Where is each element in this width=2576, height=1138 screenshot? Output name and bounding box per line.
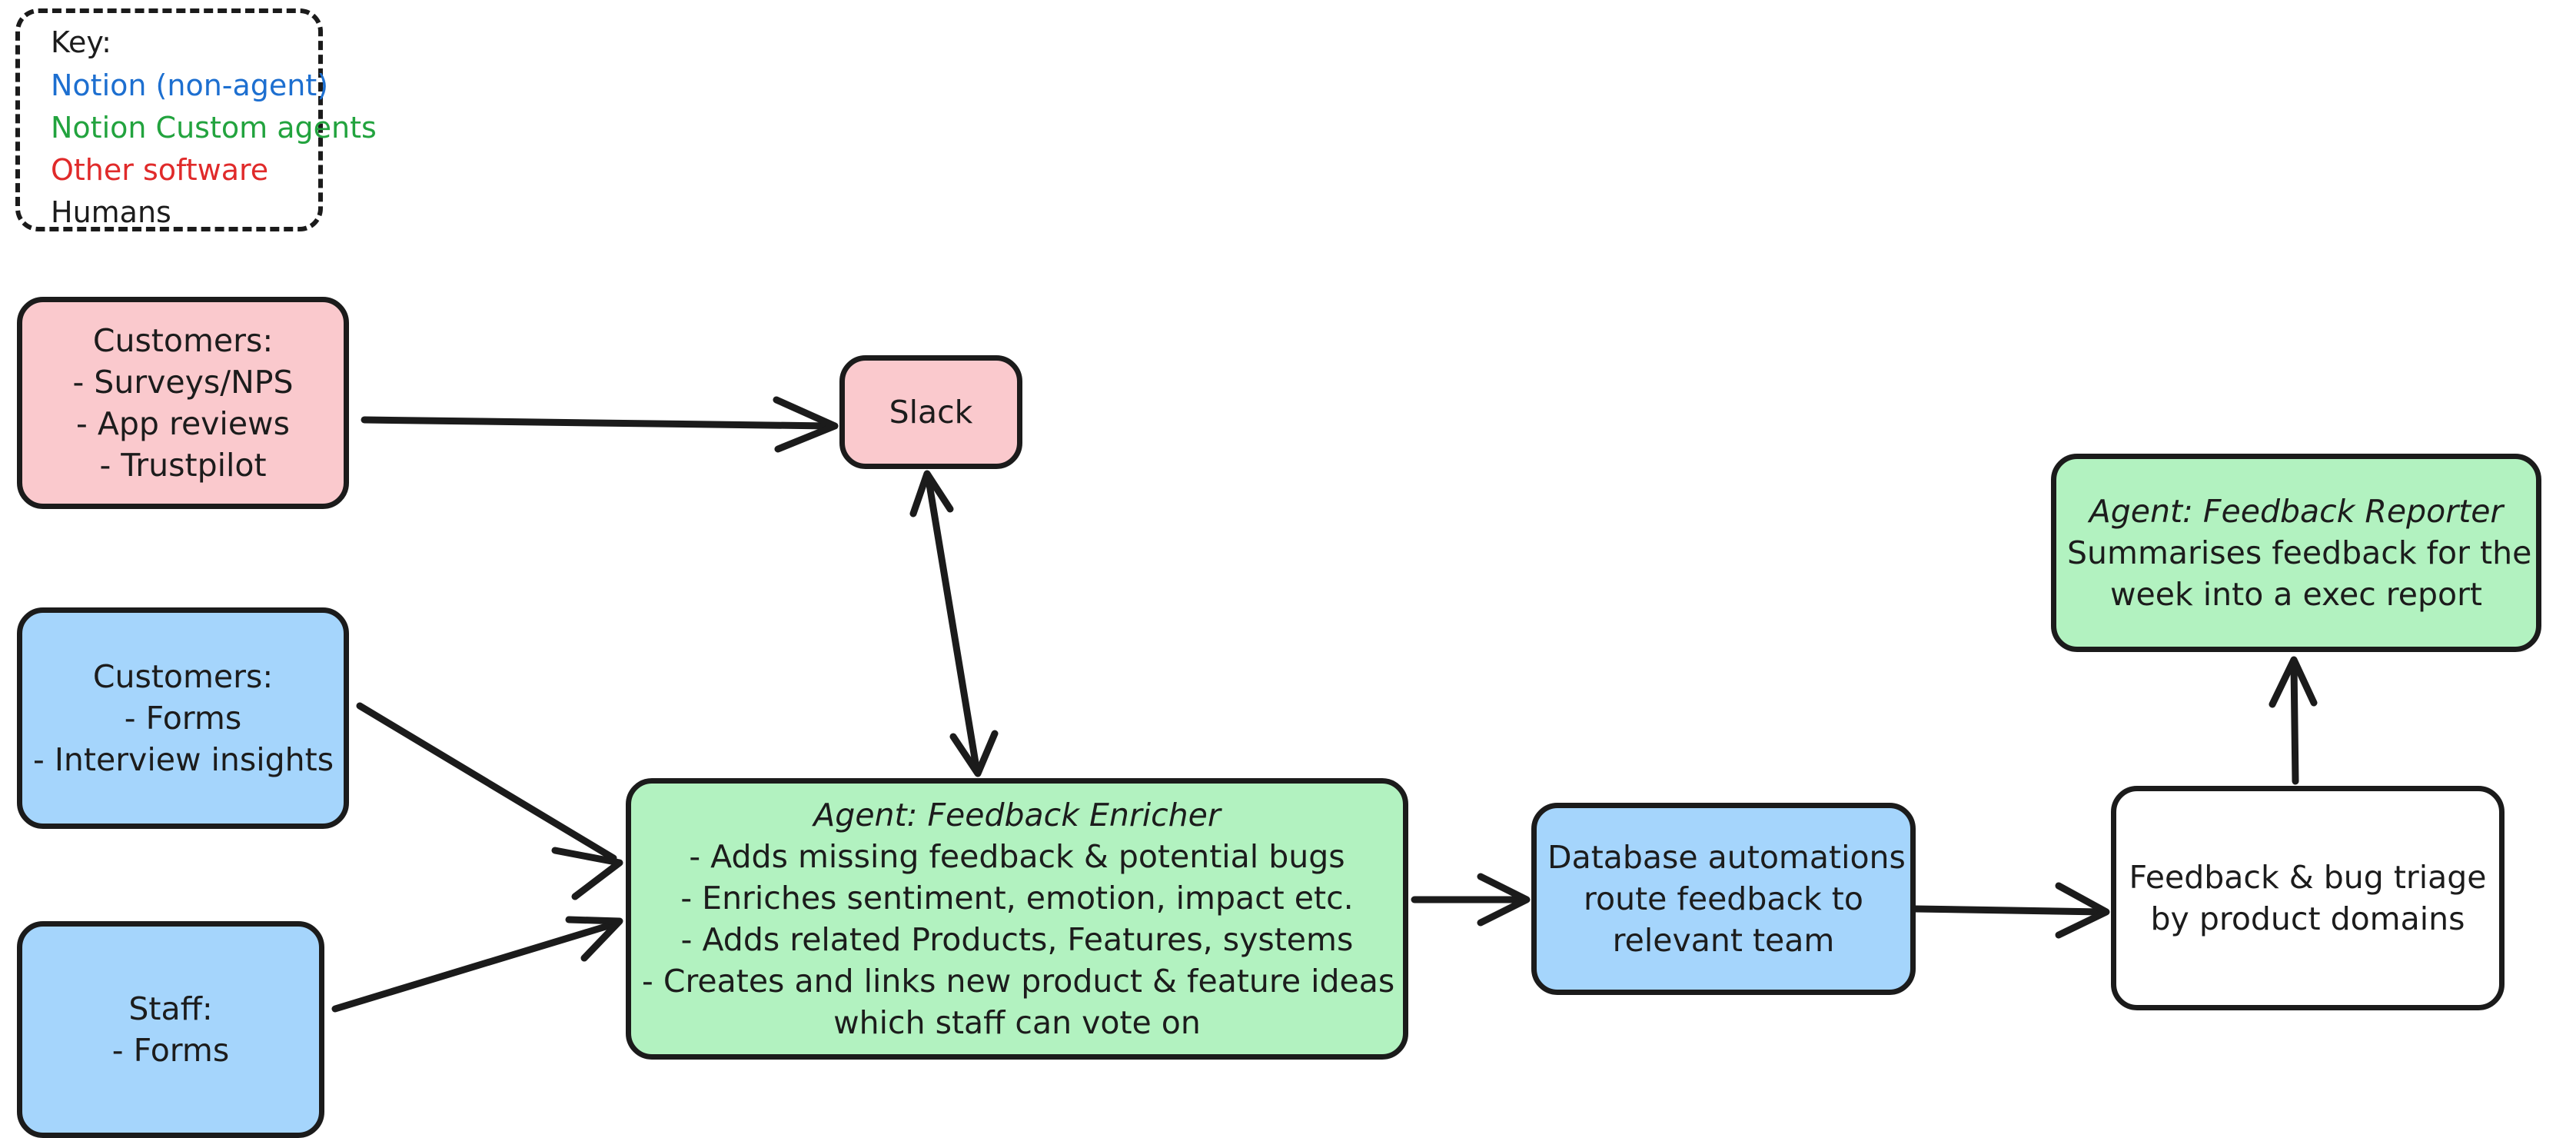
node-line: Feedback & bug triage	[2129, 858, 2487, 896]
node-line: - Forms	[124, 699, 242, 737]
key-legend: Key: Notion (non-agent) Notion Custom ag…	[15, 8, 377, 231]
edge-customers-pink-to-slack	[361, 396, 839, 453]
edge-staff-to-enricher	[331, 916, 623, 1013]
node-line: Database automations	[1547, 838, 1906, 876]
node-slack[interactable]: Slack	[839, 355, 1022, 469]
node-line: - Forms	[111, 1032, 230, 1069]
node-line: - Adds related Products, Features, syste…	[680, 921, 1354, 958]
key-item-other-software: Other software	[51, 153, 269, 187]
node-staff[interactable]: Staff: - Forms	[17, 921, 324, 1138]
node-agent-feedback-enricher[interactable]: Agent: Feedback Enricher - Adds missing …	[626, 778, 1408, 1060]
node-line: route feedback to	[1584, 880, 1863, 917]
node-line: Slack	[889, 393, 973, 431]
node-line: by product domains	[2150, 900, 2465, 937]
node-line: Summarises feedback for the	[2067, 534, 2532, 571]
node-line: which staff can vote on	[833, 1004, 1201, 1042]
node-line: - Interview insights	[33, 741, 334, 779]
edge-triage-to-reporter	[2269, 656, 2318, 785]
node-title: Agent: Feedback Reporter	[2089, 492, 2504, 530]
node-line: relevant team	[1612, 922, 1835, 960]
node-line: - Trustpilot	[99, 447, 267, 484]
node-line: Customers:	[92, 657, 274, 695]
node-line: - Surveys/NPS	[72, 363, 294, 401]
key-item-notion-non-agent: Notion (non-agent)	[51, 68, 329, 102]
node-line: Customers:	[92, 321, 274, 359]
node-line: week into a exec report	[2109, 576, 2482, 614]
key-item-humans: Humans	[51, 195, 171, 229]
key-title: Key:	[51, 25, 111, 59]
edge-slack-enricher-bidirectional	[909, 470, 999, 777]
node-line: - Enriches sentiment, emotion, impact et…	[680, 879, 1354, 917]
node-line: - Adds missing feedback & potential bugs	[689, 837, 1345, 875]
edge-enricher-to-db-automations	[1411, 873, 1531, 927]
node-customers-other-software[interactable]: Customers: - Surveys/NPS - App reviews -…	[17, 297, 349, 509]
node-database-automations[interactable]: Database automations route feedback to r…	[1531, 803, 1916, 995]
key-item-notion-custom-agents: Notion Custom agents	[51, 111, 377, 145]
node-line: - Creates and links new product & featur…	[642, 963, 1395, 1000]
node-agent-feedback-reporter[interactable]: Agent: Feedback Reporter Summarises feed…	[2051, 454, 2541, 652]
edge-customers-blue-to-enricher	[356, 702, 623, 900]
node-customers-notion-forms[interactable]: Customers: - Forms - Interview insights	[17, 607, 349, 829]
node-line: - App reviews	[76, 405, 290, 442]
edge-db-automations-to-triage	[1912, 882, 2110, 939]
node-line: Staff:	[128, 990, 213, 1027]
node-feedback-bug-triage[interactable]: Feedback & bug triage by product domains	[2111, 786, 2505, 1010]
node-title: Agent: Feedback Enricher	[813, 796, 1221, 834]
